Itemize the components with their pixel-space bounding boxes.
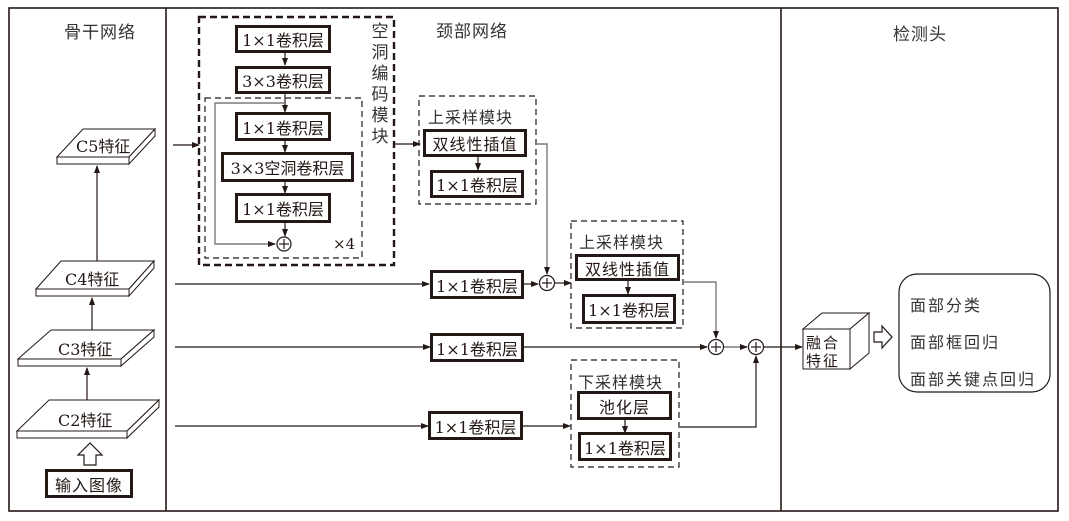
head-outputs-frame xyxy=(898,273,1051,393)
encoder-conv1x1-label: 1×1卷积层 xyxy=(242,31,324,50)
upsample-module-1-title: 上采样模块 xyxy=(428,108,514,127)
feature-label-c5: C5特征 xyxy=(76,137,131,156)
upsample2-conv-label: 1×1卷积层 xyxy=(588,301,670,320)
encoder-conv3x3-box: 3×3卷积层 xyxy=(235,66,331,94)
lateral-conv-c3-label: 1×1卷积层 xyxy=(436,339,518,359)
feature-plate-c4 xyxy=(34,259,156,298)
lateral-conv-c3-box: 1×1卷积层 xyxy=(430,333,524,362)
lateral-conv-c4-label: 1×1卷积层 xyxy=(436,276,518,296)
arrow-downsample-to-sum xyxy=(680,355,759,428)
feature-plate-c2 xyxy=(15,398,161,440)
title-char: 模 xyxy=(371,106,389,126)
upsample2-conv-box: 1×1卷积层 xyxy=(582,294,676,324)
upsample1-conv-label: 1×1卷积层 xyxy=(436,176,518,195)
residual-dilated-conv-box: 3×3空洞卷积层 xyxy=(221,152,354,182)
skip-connection xyxy=(214,102,284,247)
feature-label-c4: C4特征 xyxy=(65,270,120,289)
residual-conv1x1-b-box: 1×1卷积层 xyxy=(235,193,331,223)
title-char: 编 xyxy=(371,64,389,84)
arrow-up2-to-sum xyxy=(684,281,719,339)
residual-conv1x1-b-label: 1×1卷积层 xyxy=(242,200,324,219)
sum-node-2 xyxy=(707,338,725,356)
upsample2-bilinear-box: 双线性插值 xyxy=(575,254,680,281)
upsample2-bilinear-label: 双线性插值 xyxy=(584,259,670,279)
head-output-box-regression: 面部框回归 xyxy=(910,333,1001,352)
neck-title: 颈部网络 xyxy=(436,22,508,42)
output-arrow-icon xyxy=(873,324,893,350)
downsample-conv-box: 1×1卷积层 xyxy=(578,432,672,461)
title-char: 洞 xyxy=(371,43,389,63)
sum-node-3 xyxy=(747,338,765,356)
fusion-label-line1: 融合 xyxy=(806,334,841,352)
fusion-label-line2: 特征 xyxy=(806,352,841,370)
title-char: 码 xyxy=(371,85,389,105)
residual-dilated-conv-label: 3×3空洞卷积层 xyxy=(230,159,345,178)
title-char: 块 xyxy=(371,127,389,147)
residual-block-frame xyxy=(204,97,363,259)
upsample-module-2-title: 上采样模块 xyxy=(579,233,665,252)
outer-frame xyxy=(8,7,1059,512)
lateral-conv-c2-box: 1×1卷积层 xyxy=(428,411,523,440)
feature-label-c3: C3特征 xyxy=(58,340,113,359)
head-output-classification: 面部分类 xyxy=(910,296,983,315)
upsample1-bilinear-box: 双线性插值 xyxy=(423,129,527,157)
upsample1-bilinear-label: 双线性插值 xyxy=(432,135,518,154)
encoder-conv1x1-box: 1×1卷积层 xyxy=(235,25,331,53)
feature-plate-c3 xyxy=(16,328,156,368)
downsample-pool-label: 池化层 xyxy=(598,397,650,417)
head-output-landmark-regression: 面部关键点回归 xyxy=(910,370,1037,389)
head-title: 检测头 xyxy=(893,25,947,45)
sum-node-1 xyxy=(538,274,556,292)
input-image-label: 输入图像 xyxy=(54,475,123,495)
input-image-box: 输入图像 xyxy=(45,469,133,498)
feature-label-c2: C2特征 xyxy=(58,411,113,430)
arrow-up1-to-sum xyxy=(537,143,550,275)
repeat-count: ×4 xyxy=(333,235,356,253)
residual-conv1x1-a-box: 1×1卷积层 xyxy=(235,112,331,141)
feature-plate-c5 xyxy=(55,127,157,166)
lateral-conv-c4-box: 1×1卷积层 xyxy=(430,270,524,299)
downsample-pool-box: 池化层 xyxy=(577,391,672,420)
downsample-module-frame xyxy=(570,359,680,468)
upsample-module-2-frame xyxy=(570,220,684,329)
upsample1-conv-box: 1×1卷积层 xyxy=(430,170,524,198)
encoder-sum-node xyxy=(276,236,292,252)
residual-conv1x1-a-label: 1×1卷积层 xyxy=(242,118,324,138)
input-arrow-icon xyxy=(76,442,104,466)
dilated-encoder-title: 空 洞 编 码 模 块 xyxy=(370,22,390,148)
upsample-module-1-frame xyxy=(418,95,537,205)
downsample-conv-label: 1×1卷积层 xyxy=(584,438,666,458)
downsample-module-title: 下采样模块 xyxy=(578,373,664,392)
title-char: 空 xyxy=(371,22,389,42)
encoder-conv3x3-label: 3×3卷积层 xyxy=(242,72,324,91)
backbone-title: 骨干网络 xyxy=(64,23,136,43)
lateral-conv-c2-label: 1×1卷积层 xyxy=(434,417,517,437)
dilated-encoder-frame xyxy=(197,15,396,267)
fusion-cube xyxy=(801,311,871,371)
